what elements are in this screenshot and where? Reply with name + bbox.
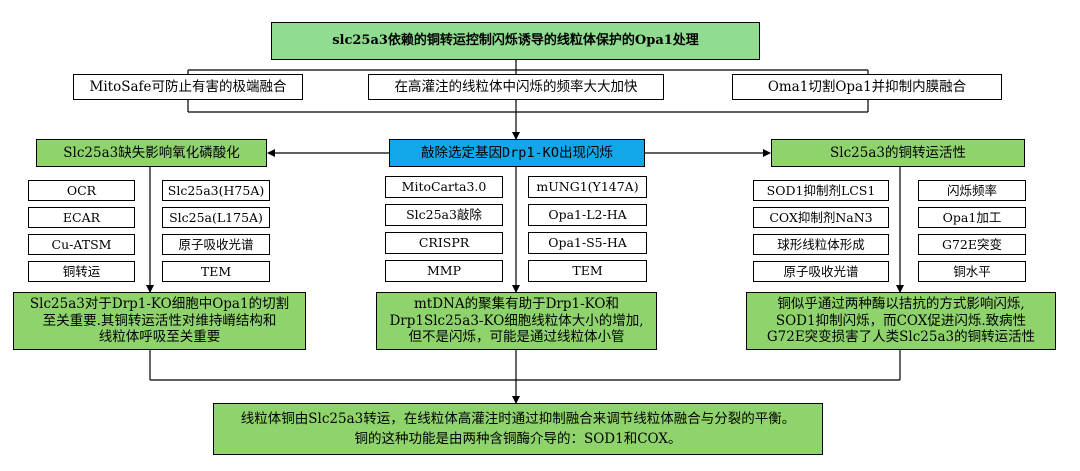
mitosafe-box: MitoSafe可防止有害的极端融合 [73, 74, 303, 100]
left-header: Slc25a3缺失影响氧化磷酸化 [36, 139, 267, 167]
center-item-mitocarta: MitoCarta3.0 [385, 176, 503, 198]
left-item-aas: 原子吸收光谱 [162, 234, 270, 255]
left-item-cu-atsm: Cu-ATSM [28, 234, 135, 255]
right-item-spherical-mito: 球形线粒体形成 [753, 234, 889, 255]
flicker-frequency-box: 在高灌注的线粒体中闪烁的频率大大加快 [368, 74, 664, 100]
center-item-tem: TEM [528, 260, 647, 282]
right-item-sod1-inhibitor: SOD1抑制剂LCS1 [753, 180, 889, 201]
right-item-flicker-freq: 闪烁频率 [918, 180, 1026, 201]
oma1-box: Oma1切割Opa1并抑制内膜融合 [732, 74, 1002, 100]
right-item-copper-level: 铜水平 [918, 261, 1026, 282]
left-summary: Slc25a3对于Drp1-KO细胞中Opa1的切割 至关重要.其铜转运活性对维… [13, 292, 306, 350]
right-item-opa1-processing: Opa1加工 [918, 207, 1026, 228]
center-summary: mtDNA的聚集有助于Drp1-KO和 Drp1Slc25a3-KO细胞线粒体大… [376, 292, 657, 350]
left-item-l175a: Slc25a(L175A) [162, 207, 270, 228]
right-summary: 铜似乎通过两种酶以拮抗的方式影响闪烁, SOD1抑制闪烁，而COX促进闪烁.致病… [746, 292, 1056, 350]
diagram-title: slc25a3依赖的铜转运控制闪烁诱导的线粒体保护的Opa1处理 [271, 22, 760, 60]
right-item-g72e: G72E突变 [918, 234, 1026, 255]
center-item-crispr: CRISPR [385, 232, 503, 254]
center-item-mmp: MMP [385, 260, 503, 282]
left-item-h75a: Slc25a3(H75A) [162, 180, 270, 201]
center-item-mung1: mUNG1(Y147A) [528, 176, 647, 198]
left-item-ocr: OCR [28, 180, 135, 201]
left-item-ecar: ECAR [28, 207, 135, 228]
right-header: Slc25a3的铜转运活性 [771, 139, 1025, 167]
center-header: 敲除选定基因Drp1-KO出现闪烁 [389, 139, 645, 167]
right-item-aas: 原子吸收光谱 [753, 261, 889, 282]
conclusion-box: 线粒体铜由Slc25a3转运，在线粒体高灌注时通过抑制融合来调节线粒体融合与分裂… [213, 403, 823, 455]
left-item-copper-transport: 铜转运 [28, 261, 135, 282]
center-item-opa1-s5: Opa1-S5-HA [528, 232, 647, 254]
center-item-knockout: Slc25a3敲除 [385, 204, 503, 226]
center-item-opa1-l2: Opa1-L2-HA [528, 204, 647, 226]
left-item-tem: TEM [162, 261, 270, 282]
right-item-cox-inhibitor: COX抑制剂NaN3 [753, 207, 889, 228]
